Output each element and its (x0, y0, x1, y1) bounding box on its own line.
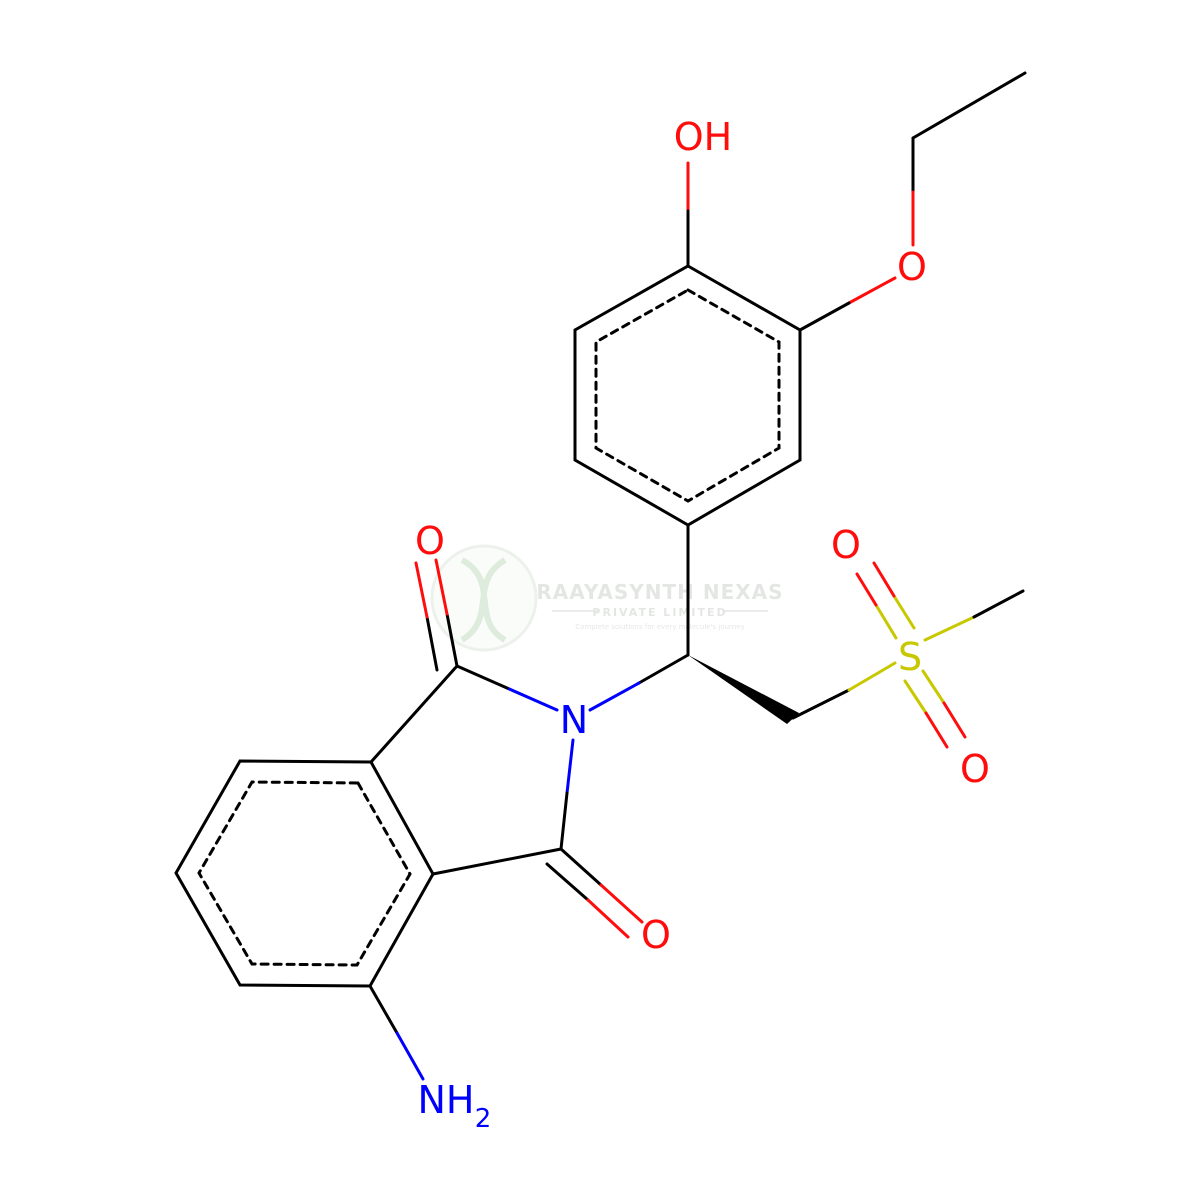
bond-s-o-top-b-red (872, 561, 896, 598)
bond-co-top-a-red (434, 558, 449, 616)
atom-sulfur: S (898, 635, 922, 679)
bond-n-c3-blue (565, 738, 575, 795)
watermark-logo-mark (460, 557, 507, 643)
bond-co-bottom-b-red (586, 898, 630, 939)
bond-wedge-chiral-ch2 (688, 655, 799, 724)
bond-phenol-ring (573, 264, 802, 527)
bond-n-c3-black (559, 791, 569, 851)
bond-s-o-bottom-b-red (942, 701, 967, 739)
watermark-tagline: Complete solutions for every molecule's … (575, 623, 744, 631)
bond-co-top-a-black (445, 612, 459, 668)
watermark: RAAYASYNTH NEXAS PRIVATE LIMITED Complet… (430, 544, 783, 652)
bond-co-top-b-black (425, 615, 439, 672)
bond-c1-c7a (369, 664, 459, 764)
bond-s-o-bottom-b-yellow (921, 669, 946, 705)
bond-s-o-bottom-a-yellow (903, 679, 928, 715)
bond-chiral-n-black (637, 653, 690, 685)
bond-n-c1-blue (505, 686, 559, 712)
bond-s-methyl-yellow (923, 615, 976, 642)
atom-imide-oxygen-top: O (415, 519, 445, 563)
bond-s-o-top-a-yellow (874, 603, 898, 640)
bond-s-o-bottom-a-red (924, 711, 949, 749)
atom-sulfone-oxygen-bottom: O (960, 747, 990, 791)
bond-s-o-top-a-red (855, 572, 878, 607)
watermark-subtitle: PRIVATE LIMITED (592, 606, 727, 619)
bond-benzo-aromatic (197, 780, 412, 967)
bond-s-o-top-b-yellow (892, 594, 916, 630)
atom-sulfone-oxygen-top: O (831, 523, 861, 567)
bond-chiral-n-blue (588, 681, 641, 712)
bond-ch2-s-yellow (847, 661, 897, 692)
bond-n-c1-black (455, 664, 509, 690)
bond-c3-c3a (431, 847, 563, 876)
atom-ether-oxygen: O (897, 245, 927, 289)
bond-amine-black (368, 984, 399, 1035)
watermark-title: RAAYASYNTH NEXAS (536, 580, 783, 604)
bond-ethyl-cc (911, 71, 1027, 140)
atom-hydroxyl: OH (674, 115, 732, 159)
bond-co-bottom-b-black (545, 862, 590, 902)
atom-amine: NH (418, 1078, 475, 1122)
bond-amine-blue (395, 1031, 425, 1081)
bond-s-methyl-black (972, 589, 1025, 619)
watermark-logo-mark-2 (460, 557, 507, 643)
bond-phenol-aromatic (594, 288, 781, 503)
bond-co-top-b-red (414, 561, 429, 619)
bond-co-bottom-a-red (599, 883, 644, 924)
atom-labels: OH O N O O S O O NH 2 (415, 115, 990, 1134)
watermark-logo (430, 544, 538, 652)
bond-benzo-ring (174, 759, 435, 988)
bond-co-bottom-a-black (559, 847, 603, 887)
atom-amine-subscript: 2 (475, 1104, 492, 1134)
bond-ether-o-ring-black (798, 301, 851, 332)
atom-imide-oxygen-bottom: O (641, 913, 671, 957)
bond-ch2-s-black (791, 688, 851, 720)
atom-nitrogen: N (560, 698, 588, 742)
bond-ether-o-ring-red (847, 276, 897, 305)
